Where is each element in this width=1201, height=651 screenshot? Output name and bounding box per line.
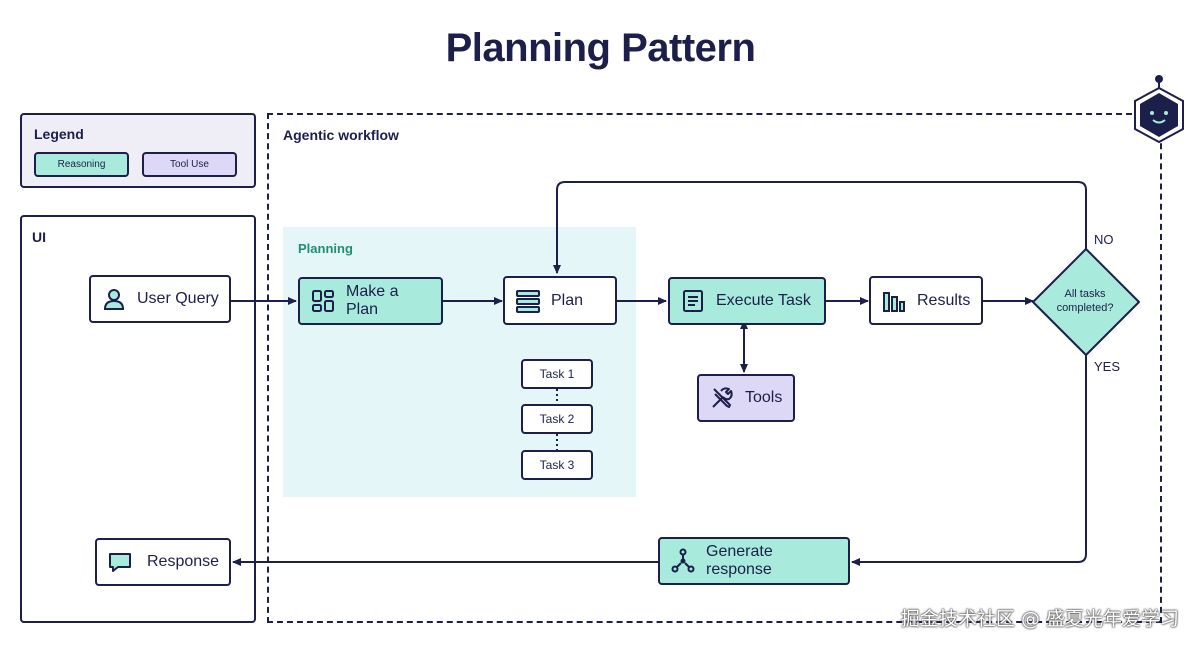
- generate-response-label: Generate response: [706, 543, 773, 578]
- stack-list-icon: [516, 289, 540, 313]
- planning-heading: Planning: [298, 241, 353, 256]
- user-query-node: User Query: [89, 275, 231, 323]
- legend-tool-use-chip: Tool Use: [142, 152, 237, 177]
- bar-chart-icon: [883, 291, 905, 312]
- edge-no-loop: [553, 181, 1087, 274]
- layout-grid-icon: [312, 290, 334, 312]
- make-plan-label: Make a Plan: [346, 283, 399, 318]
- legend-heading: Legend: [34, 126, 84, 142]
- legend-panel: Legend Reasoning Tool Use: [20, 113, 256, 188]
- decision-line-2: completed?: [1056, 302, 1114, 314]
- results-node: Results: [869, 276, 983, 325]
- results-label: Results: [917, 291, 971, 309]
- execute-task-label: Execute Task: [716, 292, 811, 309]
- response-label: Response: [147, 553, 220, 570]
- agentic-workflow-panel: Agentic workflow: [267, 113, 1162, 623]
- tools-label: Tools: [745, 389, 783, 406]
- decision-label: All tasks completed?: [1037, 287, 1133, 315]
- page-title: Planning Pattern: [445, 26, 756, 70]
- user-icon: [103, 289, 125, 310]
- watermark: 掘金技术社区 @ 盛夏光年爱学习: [900, 608, 1179, 630]
- workflow-heading: Agentic workflow: [283, 127, 399, 143]
- decision-line-1: All tasks: [1064, 288, 1106, 300]
- edge-label-yes: YES: [1094, 359, 1121, 374]
- network-nodes-icon: [671, 548, 695, 573]
- execute-task-node: Execute Task: [668, 277, 826, 325]
- tools-node: Tools: [697, 374, 795, 422]
- task-1: Task 1: [521, 359, 593, 389]
- chat-bubble-icon: [109, 553, 131, 572]
- edge-label-no: NO: [1094, 232, 1114, 247]
- agent-hexagon-icon: [1134, 75, 1184, 144]
- plan-label: Plan: [551, 291, 584, 309]
- response-node: Response: [95, 538, 231, 586]
- task-2: Task 2: [521, 404, 593, 434]
- wrench-screwdriver-icon: [712, 387, 733, 408]
- document-icon: [683, 290, 703, 312]
- generate-response-node: Generate response: [658, 537, 850, 585]
- task-3: Task 3: [521, 450, 593, 480]
- ui-heading: UI: [32, 229, 46, 245]
- edge-yes-down: [851, 355, 1087, 566]
- user-query-label: User Query: [137, 290, 219, 307]
- make-plan-node: Make a Plan: [298, 277, 443, 325]
- legend-reasoning-chip: Reasoning: [34, 152, 129, 177]
- plan-node: Plan: [503, 276, 617, 325]
- decision-diamond: [1032, 248, 1140, 356]
